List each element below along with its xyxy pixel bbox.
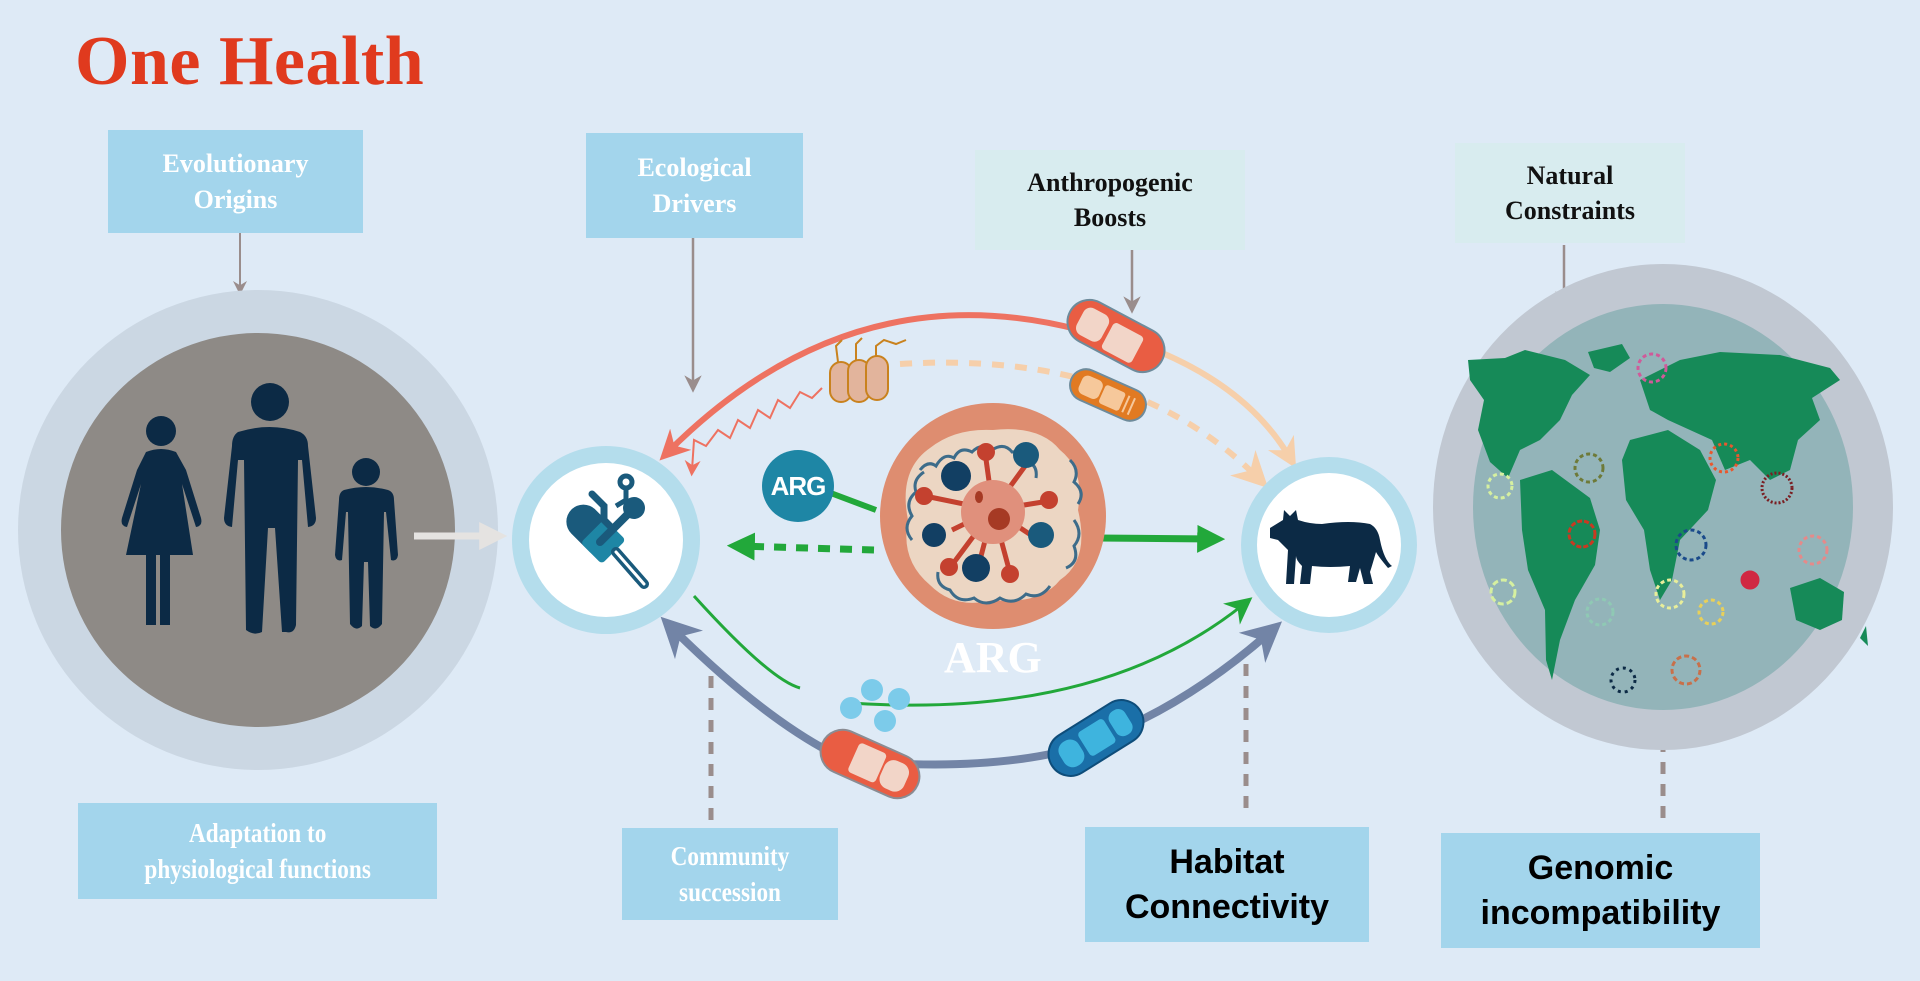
label-ecological-drivers: Ecological Drivers <box>586 133 803 238</box>
arrow-green-thin-arc <box>692 596 1244 707</box>
label-text: Genomic incompatibility <box>1480 849 1721 932</box>
label-text: Community succession <box>670 840 790 907</box>
arrow-peach-arc <box>1158 349 1297 469</box>
arg-badge: ARG <box>762 450 834 522</box>
bacteria-icon <box>829 337 907 403</box>
clinical-node <box>512 446 700 634</box>
label-adaptation: Adaptation to physiological functions <box>78 803 437 899</box>
cow-icon <box>1270 510 1392 584</box>
pill-red-icon <box>1066 298 1166 374</box>
label-text: Habitat Connectivity <box>1124 843 1330 926</box>
pill-and-probe-icon <box>566 473 649 589</box>
arrow-green-solid <box>1096 524 1226 553</box>
arrow-slate-arc <box>660 616 832 756</box>
label-text: Anthropogenic Boosts <box>1027 167 1193 232</box>
label-habitat-connectivity: Habitat Connectivity <box>1085 827 1369 942</box>
label-text: Evolutionary Origins <box>162 149 309 214</box>
label-text: Ecological Drivers <box>637 153 752 218</box>
arrow-wavy-red <box>684 387 823 477</box>
pill-orange-icon <box>1069 368 1147 422</box>
label-anthropogenic-boosts: Anthropogenic Boosts <box>975 150 1245 250</box>
particles-icon <box>840 679 910 732</box>
label-text: Adaptation to physiological functions <box>144 817 371 884</box>
label-genomic-incompatibility: Genomic incompatibility <box>1441 833 1760 948</box>
humans-node <box>18 290 498 770</box>
page-title: One Health <box>75 23 425 100</box>
arg-core-label: ARG <box>944 633 1042 682</box>
label-community-succession: Community succession <box>622 828 838 920</box>
microbe-icons <box>1486 352 1829 694</box>
animals-node <box>1241 457 1417 633</box>
label-natural-constraints: Natural Constraints <box>1455 143 1685 243</box>
label-text: Natural Constraints <box>1504 160 1635 225</box>
pill-red-bottom-icon <box>819 728 921 800</box>
arrow-red-arc <box>659 312 1081 461</box>
environment-node <box>1433 264 1893 750</box>
label-evolutionary-origins: Evolutionary Origins <box>108 130 363 233</box>
pill-blue-bottom-icon <box>1047 699 1145 777</box>
link-arg-badge <box>826 489 878 513</box>
family-icon <box>121 383 398 634</box>
arrow-green-dashed <box>726 532 875 561</box>
arg-bacteriophage-cell-icon <box>880 403 1106 629</box>
